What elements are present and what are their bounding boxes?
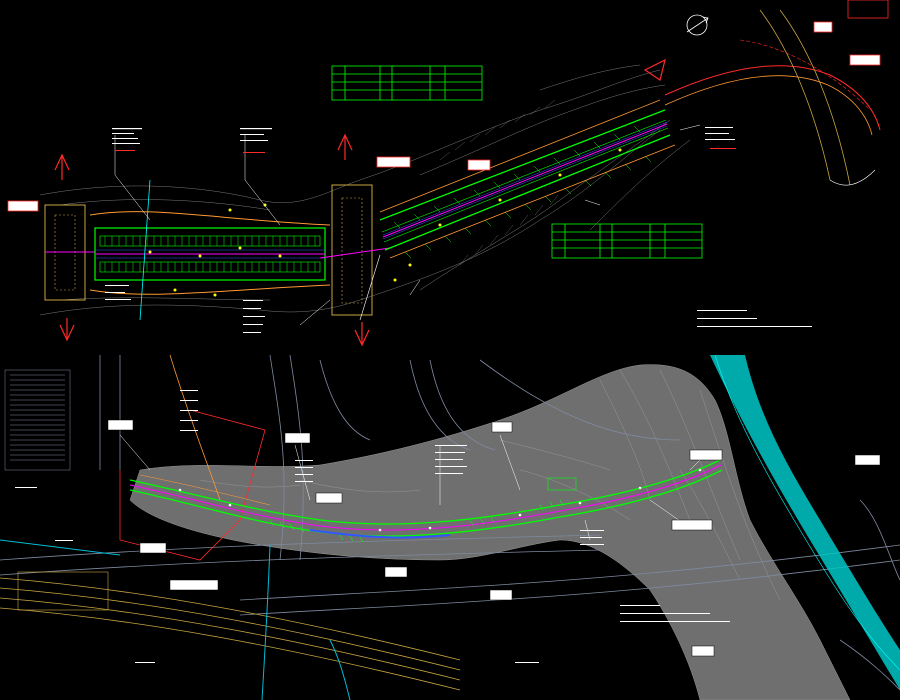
terrain-contours-top — [39, 64, 691, 316]
roadway-right — [359, 99, 676, 321]
roadway-left — [89, 179, 331, 321]
frame-corner — [847, 0, 889, 19]
planting-bottom — [269, 499, 564, 543]
hillside-terrain — [129, 364, 851, 700]
middle-abutment — [319, 184, 391, 316]
callout-leaders-top — [114, 124, 701, 326]
river — [710, 354, 900, 690]
north-arrow-icon — [686, 14, 709, 36]
utility-lines — [0, 539, 351, 700]
label-box-bottom — [107, 419, 881, 657]
top-panel — [7, 0, 889, 347]
annotation-text-bottom — [15, 390, 730, 663]
markers-bottom — [178, 468, 702, 532]
structure-outline — [547, 477, 577, 491]
label-box — [7, 21, 881, 212]
annotation-text-top — [105, 127, 812, 333]
terrain-hatch-top — [439, 99, 559, 266]
railway-lines — [0, 354, 461, 691]
direction-arrow-icon — [54, 58, 666, 347]
road-network — [0, 354, 900, 691]
data-table-middle — [551, 223, 703, 259]
boundary-red — [119, 409, 266, 561]
building-block — [4, 369, 71, 471]
curved-road-top-right — [664, 9, 881, 186]
annotation-text-red-top — [115, 148, 736, 153]
hillside-texture — [199, 369, 781, 601]
bottom-panel — [0, 354, 900, 700]
left-abutment — [44, 204, 95, 301]
data-table-top — [331, 65, 483, 101]
